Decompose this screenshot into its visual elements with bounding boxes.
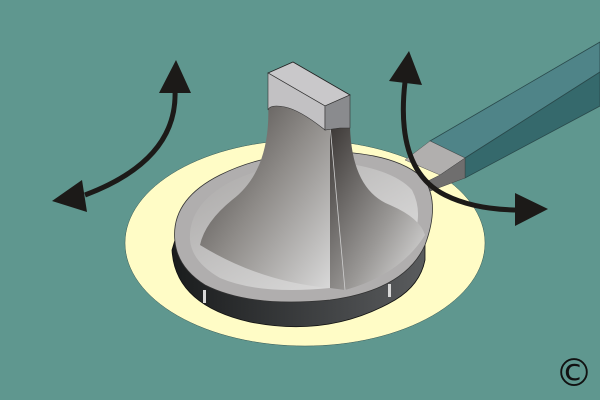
rim-notch — [203, 290, 206, 303]
right-rotation-arrow — [389, 51, 548, 226]
shaft-top-block — [267, 61, 351, 131]
rim-notch — [388, 284, 391, 297]
flared-shaft — [200, 100, 425, 291]
handle-arm — [404, 41, 600, 194]
left-rotation-arrow — [52, 60, 191, 212]
copyright-symbol: © — [555, 351, 593, 395]
